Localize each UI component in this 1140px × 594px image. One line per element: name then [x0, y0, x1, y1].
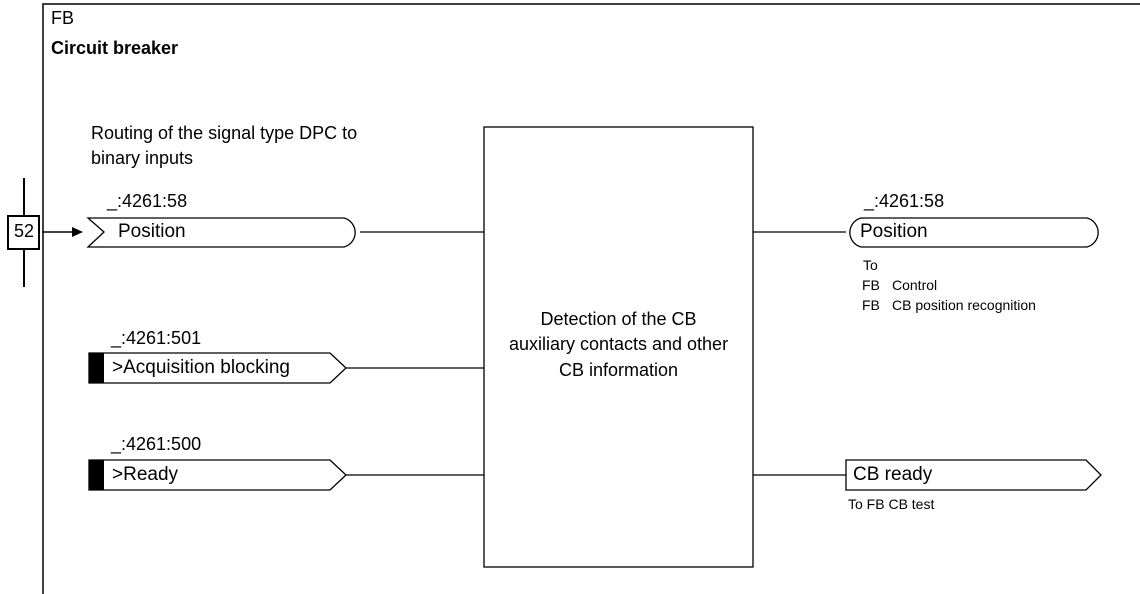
routing-note-line2: binary inputs: [91, 148, 194, 168]
fb-label: FB: [51, 8, 75, 28]
ready-marker: [89, 460, 104, 490]
output-label-cb-ready: CB ready: [853, 464, 933, 485]
acq-block-shape: [88, 352, 347, 384]
input-address-position: _:4261:58: [107, 191, 188, 211]
page-title: Circuit breaker: [51, 38, 179, 58]
output-cb-ready-note: To FB CB test: [848, 496, 935, 512]
position-input-shape: [86, 217, 356, 248]
input-address-acq-blocking: _:4261:501: [111, 328, 202, 348]
output-position-note-fb2: FB: [862, 297, 880, 313]
output-position-note-fb1: FB: [862, 277, 880, 293]
breaker-box: [7, 215, 40, 250]
output-position-note-control: Control: [892, 277, 938, 293]
breaker-label: 52: [13, 221, 35, 241]
input-address-ready: _:4261:500: [111, 434, 202, 454]
output-label-position: Position: [860, 221, 928, 242]
central-block-line2: auxiliary contacts and other: [508, 334, 729, 354]
output-position-note-to: To: [863, 257, 878, 273]
input-arrowhead: [72, 227, 83, 237]
output-address-position: _:4261:58: [864, 191, 945, 211]
central-block: [483, 126, 754, 568]
acq-block-marker: [89, 353, 104, 383]
output-position-note-recognition: CB position recognition: [892, 297, 1036, 313]
ready-shape: [88, 459, 347, 491]
central-block-line3: CB information: [558, 360, 679, 380]
input-label-acq-blocking: >Acquisition blocking: [112, 357, 290, 378]
fb-frame: [42, 3, 1140, 594]
input-label-position: Position: [118, 221, 186, 242]
cb-ready-output-shape: [845, 459, 1102, 491]
central-block-line1: Detection of the CB: [540, 309, 697, 329]
position-output-shape: [849, 217, 1099, 248]
input-label-ready: >Ready: [112, 464, 179, 485]
routing-note-line1: Routing of the signal type DPC to: [91, 123, 358, 143]
